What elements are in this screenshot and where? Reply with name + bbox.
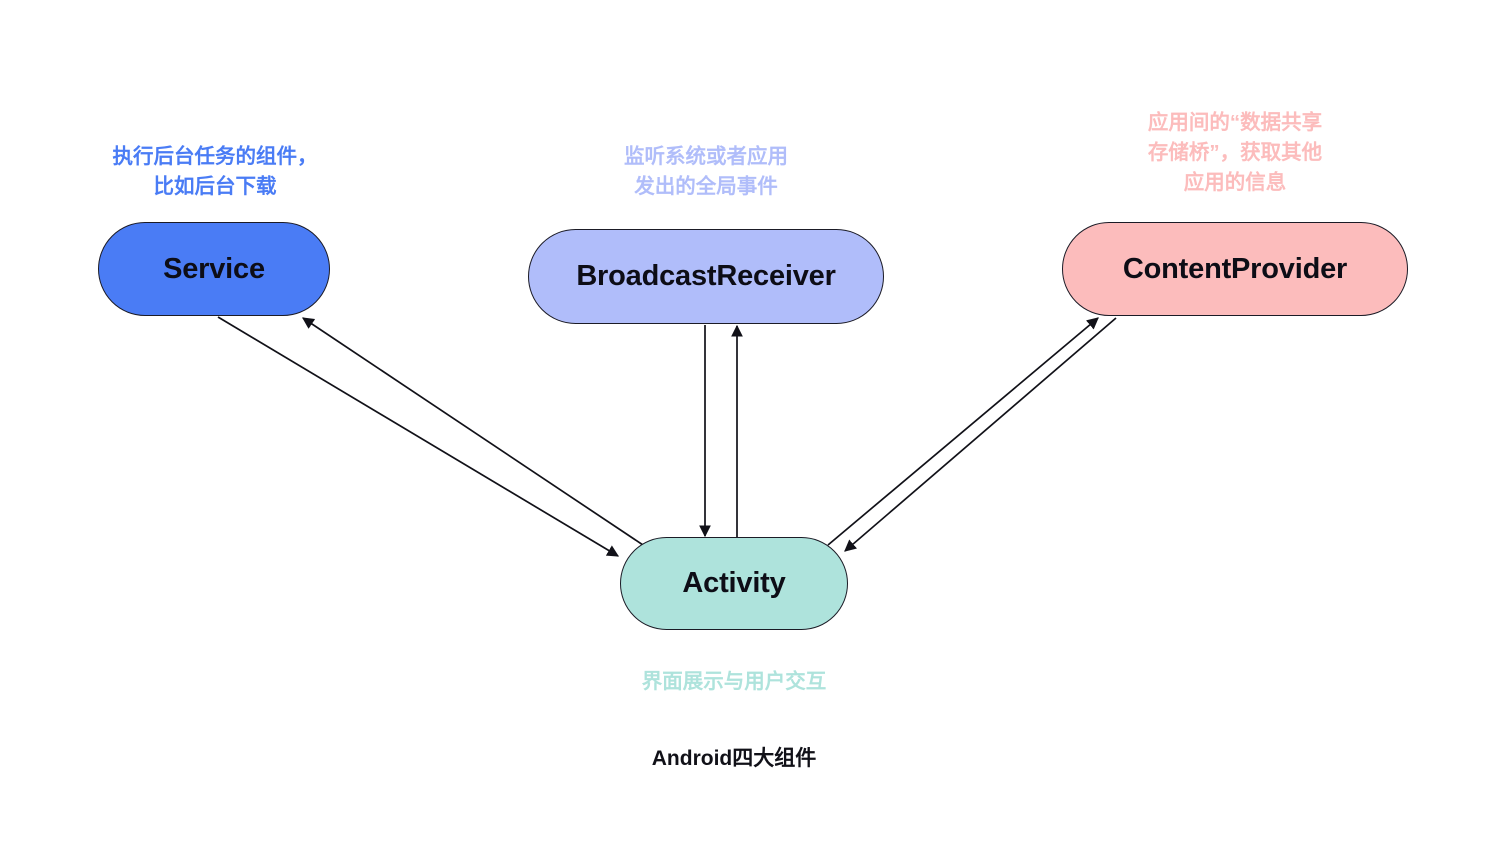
edge-contentprovider-to-activity: [844, 317, 1117, 552]
caption-service: 执行后台任务的组件， 比如后台下载: [112, 145, 318, 198]
edge-activity-to-service: [302, 317, 644, 546]
edge-activity-to-contentprovider: [827, 317, 1099, 546]
figure-title: Android四大组件: [651, 747, 817, 770]
edge-service-to-activity: [217, 316, 620, 557]
node-broadcastreceiver[interactable]: BroadcastReceiver: [528, 229, 884, 324]
node-service-label: Service: [163, 252, 265, 285]
caption-broadcastreceiver: 监听系统或者应用 发出的全局事件: [624, 145, 788, 198]
caption-activity: 界面展示与用户交互: [641, 670, 827, 693]
node-contentprovider-label: ContentProvider: [1122, 252, 1348, 285]
node-activity-label: Activity: [682, 567, 786, 599]
caption-contentprovider: 应用间的“数据共享 存储桥”，获取其他 应用的信息: [1147, 111, 1323, 194]
node-broadcastreceiver-label: BroadcastReceiver: [576, 260, 836, 292]
node-contentprovider[interactable]: ContentProvider: [1062, 222, 1408, 316]
node-activity[interactable]: Activity: [620, 537, 848, 630]
node-service[interactable]: Service: [98, 222, 330, 316]
